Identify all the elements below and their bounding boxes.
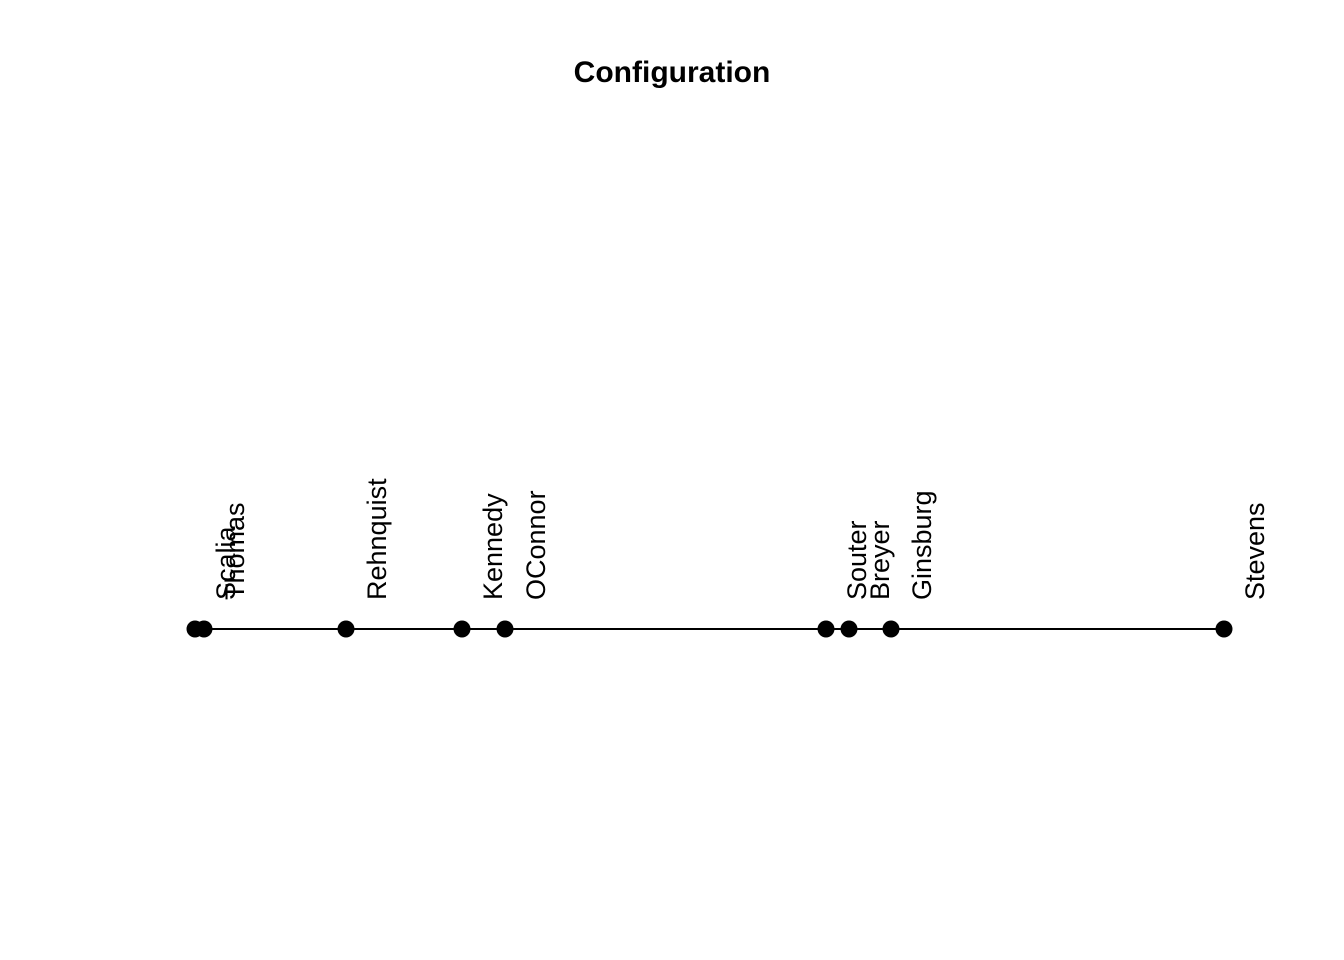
data-point (337, 620, 355, 638)
data-point (817, 620, 835, 638)
page-title: Configuration (573, 56, 771, 89)
point-label: Rehnquist (362, 478, 392, 600)
data-point (882, 620, 900, 638)
point-label: Stevens (1240, 502, 1270, 600)
data-point (496, 620, 514, 638)
axis-line (194, 628, 1224, 630)
data-point (195, 620, 213, 638)
point-label: Kennedy (478, 493, 508, 600)
data-point (840, 620, 858, 638)
data-point (453, 620, 471, 638)
point-label: Thomas (220, 502, 250, 600)
point-label: Ginsburg (907, 490, 937, 600)
data-point (1215, 620, 1233, 638)
point-label: Breyer (865, 520, 895, 600)
point-label: OConnor (521, 490, 551, 600)
